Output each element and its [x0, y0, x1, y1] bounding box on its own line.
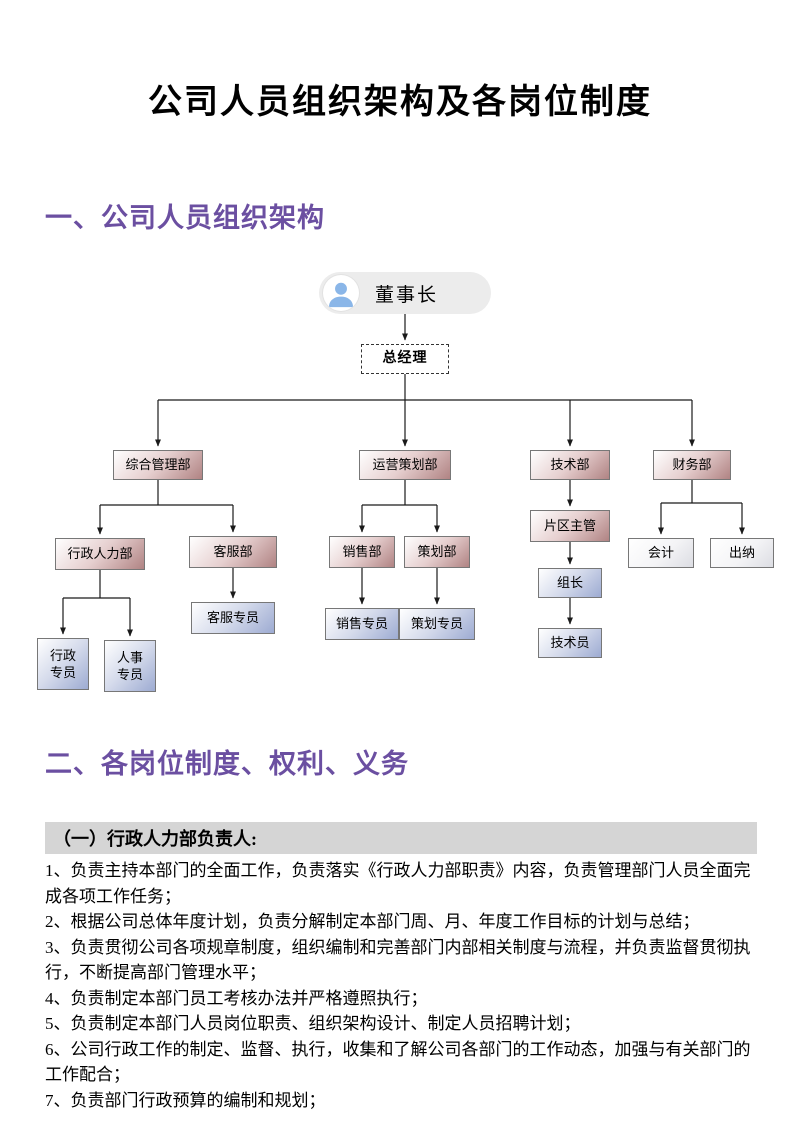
node-hr-admin-dept: 行政人力部	[55, 538, 145, 570]
page-title: 公司人员组织架构及各岗位制度	[148, 84, 652, 121]
duty-item: 4、负责制定本部门员工考核办法并严格遵照执行；	[45, 988, 428, 1008]
duty-item: 6、公司行政工作的制定、监督、执行，收集和了解公司各部门的工作动态，加强与有关部…	[45, 1039, 751, 1085]
node-team-leader: 组长	[538, 568, 602, 598]
duties-list: 1、负责主持本部门的全面工作，负责落实《行政人力部职责》内容，负责管理部门人员全…	[45, 858, 759, 1113]
node-customer-service-dept: 客服部	[189, 536, 277, 568]
org-chart: 董事长 总经理 综合管理部 运营策划部 技术部 财务部 行政人力部 客服部 行政…	[0, 260, 800, 710]
node-sales-specialist: 销售专员	[325, 608, 399, 640]
node-technician: 技术员	[538, 628, 602, 658]
person-icon	[323, 275, 359, 311]
node-general-manager: 总经理	[361, 344, 449, 374]
node-accountant: 会计	[628, 538, 694, 568]
node-cashier: 出纳	[710, 538, 774, 568]
duty-item: 7、负责部门行政预算的编制和规划；	[45, 1090, 326, 1110]
org-chart-connectors	[60, 314, 745, 637]
chairman-label: 董事长	[375, 284, 439, 306]
node-hr-specialist: 人事专员	[104, 640, 156, 692]
section-1-heading: 一、公司人员组织架构	[45, 203, 325, 233]
node-admin-specialist: 行政专员	[37, 638, 89, 690]
connector-lines	[60, 314, 745, 637]
node-dept-tech: 技术部	[530, 450, 610, 480]
node-dept-ops: 运营策划部	[359, 450, 451, 480]
node-area-supervisor: 片区主管	[530, 510, 610, 542]
node-dept-admin: 综合管理部	[113, 450, 203, 480]
duty-item: 2、根据公司总体年度计划，负责分解制定本部门周、月、年度工作目标的计划与总结；	[45, 912, 700, 931]
node-dept-finance: 财务部	[653, 450, 731, 480]
duty-item: 5、负责制定本部门人员岗位职责、组织架构设计、制定人员招聘计划；	[45, 1014, 581, 1033]
duty-item: 3、负责贯彻公司各项规章制度，组织编制和完善部门内部相关制度与流程，并负责监督贯…	[45, 937, 751, 983]
node-planning-specialist: 策划专员	[399, 608, 475, 640]
duty-item: 1、负责主持本部门的全面工作，负责落实《行政人力部职责》内容，负责管理部门人员全…	[45, 861, 751, 906]
node-planning-dept: 策划部	[404, 536, 470, 568]
node-chairman: 董事长	[319, 272, 491, 314]
node-sales-dept: 销售部	[329, 536, 395, 568]
subsection-header-hr-admin-head: （一）行政人力部负责人:	[45, 822, 757, 854]
section-2-heading: 二、各岗位制度、权利、义务	[45, 749, 409, 779]
node-cs-specialist: 客服专员	[191, 602, 275, 634]
